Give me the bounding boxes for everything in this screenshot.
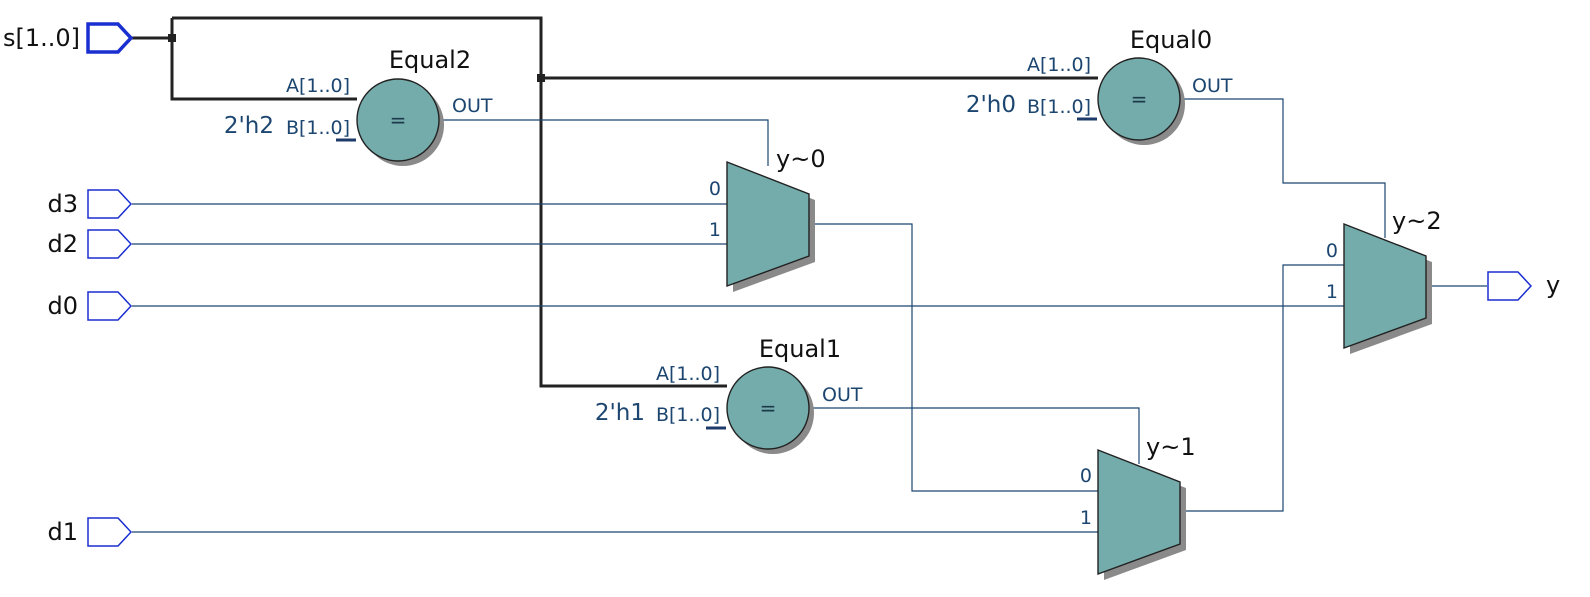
output-pin-y[interactable]: y xyxy=(1487,271,1560,301)
equal1-port-b: B[1..0] xyxy=(656,404,720,426)
equal1-port-a: A[1..0] xyxy=(656,363,720,385)
mux-y1-in0: 0 xyxy=(1080,465,1092,487)
wire-y0-out xyxy=(808,223,1098,492)
input-pin-d0[interactable]: d0 xyxy=(47,291,133,321)
equal2-symbol: = xyxy=(390,108,407,132)
equal2-port-out: OUT xyxy=(452,95,493,117)
input-label-d1: d1 xyxy=(47,518,78,546)
mux-y0-name: y~0 xyxy=(776,145,826,173)
input-pin-d3[interactable]: d3 xyxy=(47,189,133,219)
output-label-y: y xyxy=(1546,271,1560,299)
equal0-port-out: OUT xyxy=(1192,75,1233,97)
input-label-s: s[1..0] xyxy=(3,24,80,52)
equal2-port-b: B[1..0] xyxy=(286,117,350,139)
equal1-const: 2'h1 xyxy=(595,400,645,426)
input-label-d2: d2 xyxy=(47,230,78,258)
equal1-name: Equal1 xyxy=(759,335,841,363)
equal0-const: 2'h0 xyxy=(966,92,1016,118)
mux-y1[interactable]: y~1 0 1 xyxy=(1080,433,1196,580)
equal0-port-b: B[1..0] xyxy=(1027,96,1091,118)
mux-y0[interactable]: y~0 0 1 xyxy=(709,145,826,292)
comparator-equal0[interactable]: = Equal0 A[1..0] B[1..0] OUT 2'h0 xyxy=(966,26,1233,145)
equal0-symbol: = xyxy=(1131,87,1148,111)
signal-wires xyxy=(132,98,1487,533)
input-pin-d1[interactable]: d1 xyxy=(47,517,133,547)
equal2-name: Equal2 xyxy=(389,46,471,74)
comparator-equal1[interactable]: = Equal1 A[1..0] B[1..0] OUT 2'h1 xyxy=(595,335,863,454)
equal1-port-out: OUT xyxy=(822,384,863,406)
bus-s xyxy=(132,16,1098,388)
mux-y1-name: y~1 xyxy=(1146,433,1196,461)
wire-equal2-out xyxy=(438,119,769,166)
input-pin-d2[interactable]: d2 xyxy=(47,229,133,259)
mux-y2-in1: 1 xyxy=(1326,281,1338,303)
wire-equal1-out xyxy=(808,407,1140,464)
input-pin-s[interactable]: s[1..0] xyxy=(3,22,134,54)
equal0-port-a: A[1..0] xyxy=(1027,54,1091,76)
input-label-d0: d0 xyxy=(47,292,78,320)
mux-y0-in0: 0 xyxy=(709,178,721,200)
equal0-name: Equal0 xyxy=(1130,26,1212,54)
equal2-const: 2'h2 xyxy=(224,113,274,139)
mux-y2-name: y~2 xyxy=(1392,207,1442,235)
mux-y2-in0: 0 xyxy=(1326,240,1338,262)
wire-y1-out xyxy=(1181,264,1344,512)
mux-y2[interactable]: y~2 0 1 xyxy=(1326,207,1442,354)
equal1-symbol: = xyxy=(760,396,777,420)
mux-y1-in1: 1 xyxy=(1080,507,1092,529)
wire-equal0-out xyxy=(1180,98,1386,238)
input-label-d3: d3 xyxy=(47,190,78,218)
equal2-port-a: A[1..0] xyxy=(286,75,350,97)
mux-y0-in1: 1 xyxy=(709,219,721,241)
comparator-equal2[interactable]: = Equal2 A[1..0] B[1..0] OUT 2'h2 xyxy=(224,46,493,166)
